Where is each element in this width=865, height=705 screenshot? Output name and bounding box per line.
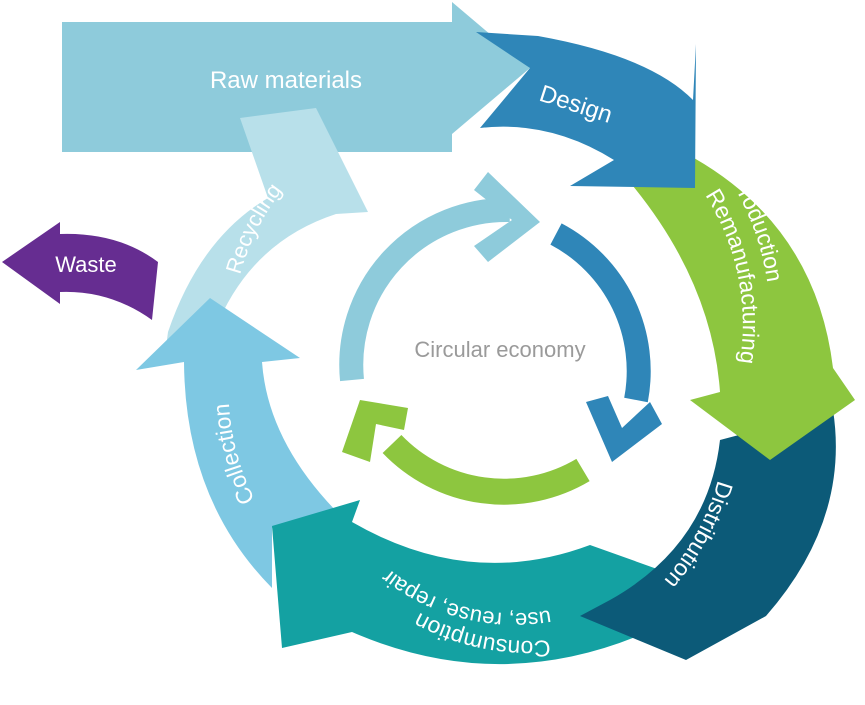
raw-materials-arrow <box>62 2 530 152</box>
inner-arrow-green <box>382 434 590 505</box>
production-arrow <box>628 158 855 460</box>
waste-label: Waste <box>55 252 117 277</box>
consumption-arrow <box>272 500 688 665</box>
waste-arrow <box>2 222 158 320</box>
design-arrow <box>476 32 696 188</box>
raw-materials-label: Raw materials <box>210 67 362 94</box>
recycling-arrow <box>165 108 368 355</box>
inner-cycle <box>339 172 662 505</box>
center-label: Circular economy <box>414 337 585 362</box>
inner-arrow-light <box>339 197 511 382</box>
distribution-arrow <box>580 410 836 660</box>
inner-arrow-blue <box>550 223 651 403</box>
inner-arrow-green-head <box>342 400 408 462</box>
inner-arrow-blue-head <box>586 396 662 462</box>
inner-arrow-light-head <box>474 172 540 262</box>
collection-arrow <box>136 298 345 588</box>
